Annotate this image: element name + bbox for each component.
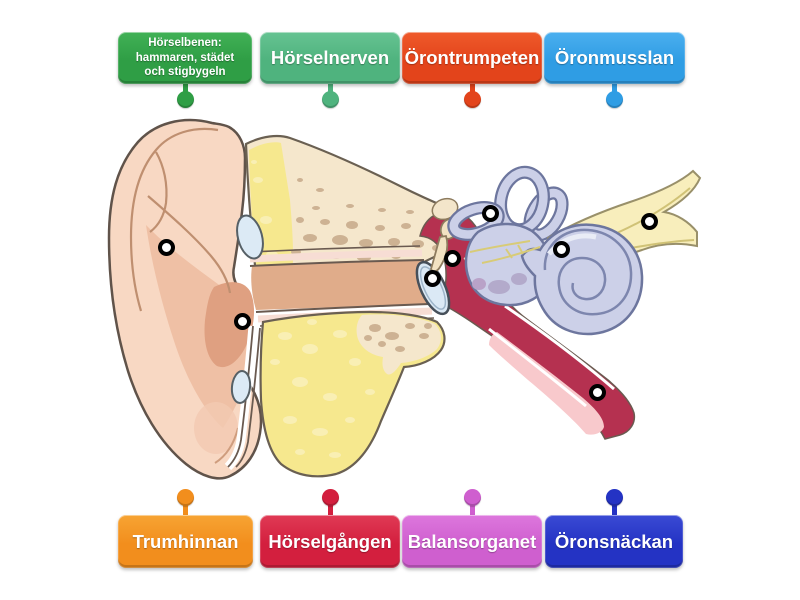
label-text: Öronmusslan — [554, 47, 675, 69]
label-card[interactable]: Trumhinnan — [118, 515, 253, 568]
drop-target-marker-outer-ear[interactable] — [158, 239, 175, 256]
outer-ear-pinna — [107, 118, 263, 480]
pin-ball — [177, 488, 194, 506]
label-text: Balansorganet — [407, 530, 537, 552]
pin-stem — [327, 496, 333, 516]
pin-ball — [321, 91, 339, 108]
label-text: Öronsnäckan — [554, 530, 674, 552]
label-card[interactable]: Örontrumpeten — [402, 32, 542, 84]
nerve-strands — [469, 240, 541, 264]
label-pin-horselbenen[interactable]: Hörselbenen: hammaren, städet och stigby… — [118, 32, 252, 110]
pin-stem — [182, 82, 188, 96]
pin-stem — [611, 496, 617, 516]
temporal-bone-lower — [259, 310, 446, 478]
label-card[interactable]: Hörselgången — [260, 515, 400, 568]
label-pin-horselnerven[interactable]: Hörselnerven — [260, 32, 400, 110]
pin-ball — [605, 488, 623, 506]
pin-ball — [176, 91, 194, 108]
pin-ball — [606, 91, 623, 108]
pin-stem — [469, 82, 475, 96]
drop-target-marker-ear-canal[interactable] — [234, 313, 251, 330]
label-pin-horselgangen[interactable]: Hörselgången — [260, 488, 400, 568]
drop-target-marker-cochlea[interactable] — [553, 241, 570, 258]
label-pin-orontrumpeten[interactable]: Örontrumpeten — [402, 32, 542, 110]
pin-ball — [463, 91, 481, 108]
pin-ball — [321, 488, 339, 506]
label-pin-oronmusslan[interactable]: Öronmusslan — [544, 32, 685, 110]
drop-target-marker-eustachian-tube[interactable] — [589, 384, 606, 401]
label-card[interactable]: Hörselbenen: hammaren, städet och stigby… — [118, 32, 252, 84]
vestibule — [464, 222, 552, 307]
label-card[interactable]: Öronsnäckan — [545, 515, 683, 568]
label-card[interactable]: Balansorganet — [402, 515, 542, 568]
label-text: Trumhinnan — [132, 530, 239, 552]
cartilage — [224, 214, 264, 471]
cochlea — [520, 223, 644, 336]
label-text: Hörselnerven — [270, 47, 390, 69]
label-pin-oronsnackan[interactable]: Öronsnäckan — [545, 488, 683, 568]
label-text: Örontrumpeten — [404, 47, 540, 69]
pin-stem — [469, 496, 475, 516]
pin-stem — [327, 82, 333, 96]
label-text: Hörselgången — [268, 530, 392, 552]
drop-target-marker-ossicles[interactable] — [444, 250, 461, 267]
drop-target-marker-semicircular-canals[interactable] — [482, 205, 499, 222]
pin-stem — [183, 496, 188, 516]
drop-target-marker-auditory-nerve[interactable] — [641, 213, 658, 230]
label-card[interactable]: Öronmusslan — [544, 32, 685, 84]
drop-target-marker-eardrum[interactable] — [424, 270, 441, 287]
pin-ball — [463, 488, 481, 506]
label-card[interactable]: Hörselnerven — [260, 32, 400, 84]
label-pin-balansorganet[interactable]: Balansorganet — [402, 488, 542, 568]
pin-stem — [612, 82, 617, 96]
label-text: Hörselbenen: hammaren, städet och stigby… — [135, 37, 235, 79]
label-pin-trumhinnan[interactable]: Trumhinnan — [118, 488, 253, 568]
